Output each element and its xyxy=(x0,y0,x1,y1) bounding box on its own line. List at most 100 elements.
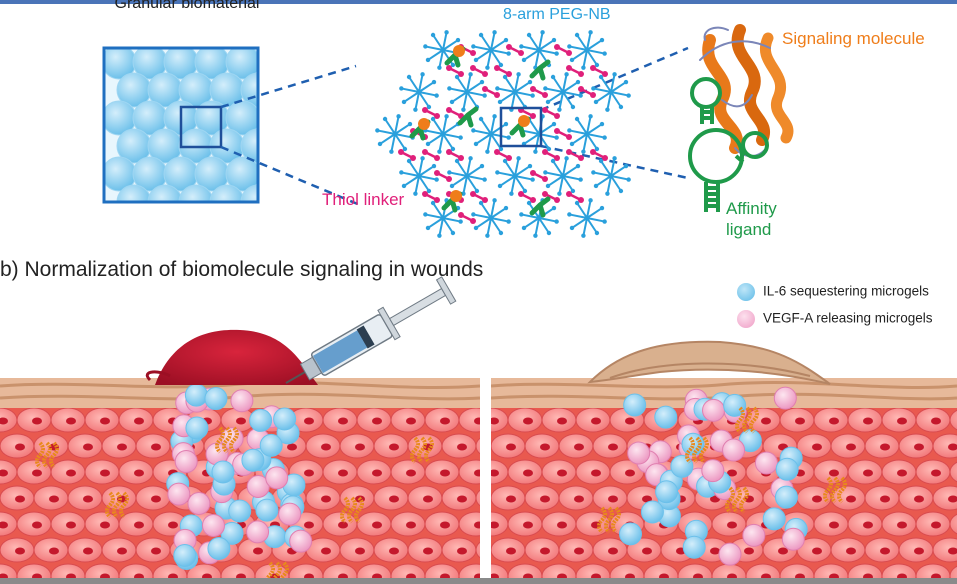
cell xyxy=(949,513,957,535)
wound-panel-right xyxy=(491,340,957,578)
granular-biomaterial-square xyxy=(102,46,306,219)
cell xyxy=(932,485,957,511)
il6-microgel xyxy=(204,387,228,411)
vegf-microgel xyxy=(201,513,225,537)
protein-mark xyxy=(279,561,289,578)
protein-mark xyxy=(735,406,745,434)
blue-microgel-icon xyxy=(737,283,755,301)
vegf-microgel xyxy=(781,527,805,551)
bead xyxy=(225,100,258,136)
bead xyxy=(178,184,214,202)
vegf-microgel xyxy=(278,502,302,526)
protein-mark xyxy=(732,486,742,514)
protein-mark xyxy=(222,426,232,454)
il6-microgel xyxy=(228,499,252,523)
protein-mark xyxy=(611,506,621,534)
il6-microgel xyxy=(762,507,786,531)
cell xyxy=(475,437,480,455)
il6-microgel xyxy=(775,457,799,481)
bound-molecule-mark xyxy=(453,45,465,57)
vegf-microgel xyxy=(773,386,797,410)
protein-mark xyxy=(265,561,275,578)
protein-mark xyxy=(597,506,607,534)
cell xyxy=(458,459,480,485)
bead xyxy=(147,184,183,202)
protein-mark xyxy=(739,486,749,514)
protein-mark xyxy=(424,436,434,464)
cell xyxy=(475,489,480,507)
vegf-microgel xyxy=(754,451,778,475)
legend-label-vegf: VEGF-A releasing microgels xyxy=(763,310,933,326)
vegf-microgel xyxy=(702,398,726,422)
bead xyxy=(116,184,152,202)
legend-item-il6: IL-6 sequestering microgels xyxy=(737,283,929,301)
il6-microgel xyxy=(241,448,265,472)
protein-mark xyxy=(685,436,695,464)
bead xyxy=(240,184,258,202)
thiol-linker-label: Thiol linker xyxy=(322,190,405,209)
bound-molecule-mark xyxy=(450,190,462,202)
il6-microgel xyxy=(619,522,643,546)
protein-mark xyxy=(417,436,427,464)
vegf-microgel xyxy=(265,466,289,490)
il6-microgel xyxy=(654,405,678,429)
bottom-border xyxy=(0,578,957,584)
protein-mark xyxy=(725,486,735,514)
bead xyxy=(272,185,306,219)
peg-label: 8-arm PEG-NB xyxy=(503,6,611,23)
syringe-icon xyxy=(285,276,457,384)
il6-microgel xyxy=(640,500,664,524)
bound-molecule-mark xyxy=(518,115,530,127)
affinity-ligand-label: Affinity ligand xyxy=(726,199,777,239)
section-b-title: b) Normalization of biomolecule signalin… xyxy=(0,258,484,281)
bead xyxy=(225,48,258,80)
protein-mark xyxy=(272,561,282,578)
protein-mark xyxy=(692,436,702,464)
protein-mark xyxy=(749,406,759,434)
il6-microgel xyxy=(259,433,283,457)
granular-biomaterial-label: Granular biomaterial xyxy=(114,0,260,12)
vegf-microgel xyxy=(718,542,742,566)
il6-microgel xyxy=(185,416,209,440)
bead xyxy=(225,156,258,192)
cell xyxy=(475,541,480,559)
vegf-microgel xyxy=(701,459,725,483)
protein-mark xyxy=(354,496,364,524)
vegf-microgel xyxy=(174,450,198,474)
protein-mark xyxy=(105,491,115,519)
cell xyxy=(949,565,957,578)
protein-mark xyxy=(347,496,357,524)
protein-mark xyxy=(830,476,840,504)
vegf-microgel xyxy=(722,438,746,462)
il6-microgel xyxy=(184,383,208,407)
protein-mark xyxy=(35,441,45,469)
pink-microgel-icon xyxy=(737,310,755,328)
ligand-mark xyxy=(529,196,551,218)
vegf-microgel xyxy=(167,482,191,506)
protein-mark xyxy=(699,436,709,464)
aptamer-icon xyxy=(688,77,769,212)
il6-microgel xyxy=(207,536,231,560)
bead xyxy=(240,72,258,108)
vegf-microgel xyxy=(230,389,254,413)
cell xyxy=(458,563,480,578)
cell xyxy=(932,537,957,563)
protein-mark xyxy=(229,426,239,454)
il6-microgel xyxy=(255,498,279,522)
vegf-microgel xyxy=(246,520,270,544)
il6-microgel xyxy=(723,393,747,417)
bead xyxy=(240,128,258,164)
il6-microgel xyxy=(211,460,235,484)
bead xyxy=(256,110,258,126)
protein-mark xyxy=(837,476,847,504)
bound-molecule-mark xyxy=(418,118,430,130)
vegf-microgel xyxy=(742,523,766,547)
cell xyxy=(949,461,957,483)
ligand-mark xyxy=(457,106,479,128)
protein-mark xyxy=(112,491,122,519)
ligand-mark xyxy=(529,59,551,81)
protein-mark xyxy=(604,506,614,534)
protein-mark xyxy=(42,441,52,469)
cell xyxy=(949,409,957,431)
vegf-microgel xyxy=(187,491,211,515)
